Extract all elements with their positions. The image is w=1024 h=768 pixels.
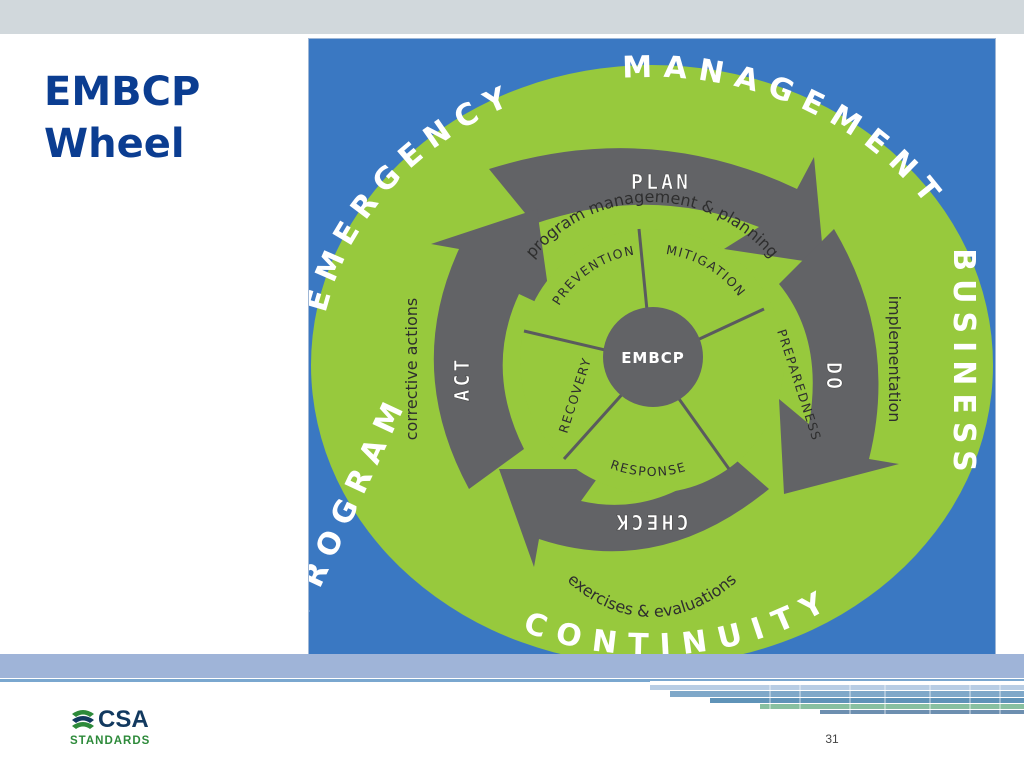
act-arrow	[431, 209, 551, 489]
phase-plan-label: PLAN	[631, 170, 691, 194]
embcp-wheel-diagram: EMBCP PREVENTION MITIGATION PREPAREDNESS…	[308, 38, 996, 666]
center-hub	[603, 307, 703, 407]
do-arrow	[779, 229, 899, 494]
slide-title-line-2: Wheel	[44, 121, 185, 167]
slide-title: EMBCP Wheel	[44, 66, 294, 170]
logo-name: CSA	[98, 706, 149, 733]
csa-standards-logo: CSA STANDARDS	[70, 706, 190, 750]
footer-line	[0, 679, 1024, 682]
csa-swoosh-icon	[72, 710, 94, 729]
ring-word-business: BUSINESS	[946, 248, 981, 479]
phase-do-label: DO	[822, 362, 846, 392]
phase-act-label: ACT	[450, 356, 474, 401]
plan-arrow	[489, 148, 824, 264]
center-label: EMBCP	[621, 349, 685, 367]
footer-decorative-strip	[650, 681, 1024, 715]
band-label-do: implementation	[885, 296, 904, 423]
band-label-act: corrective actions	[402, 298, 421, 440]
logo-tagline: STANDARDS	[70, 735, 151, 747]
slide-title-line-1: EMBCP	[44, 69, 201, 115]
top-header-band	[0, 0, 1024, 34]
footer-band	[0, 654, 1024, 678]
phase-check-label: CHECK	[613, 510, 688, 534]
page-number: 31	[825, 732, 839, 746]
